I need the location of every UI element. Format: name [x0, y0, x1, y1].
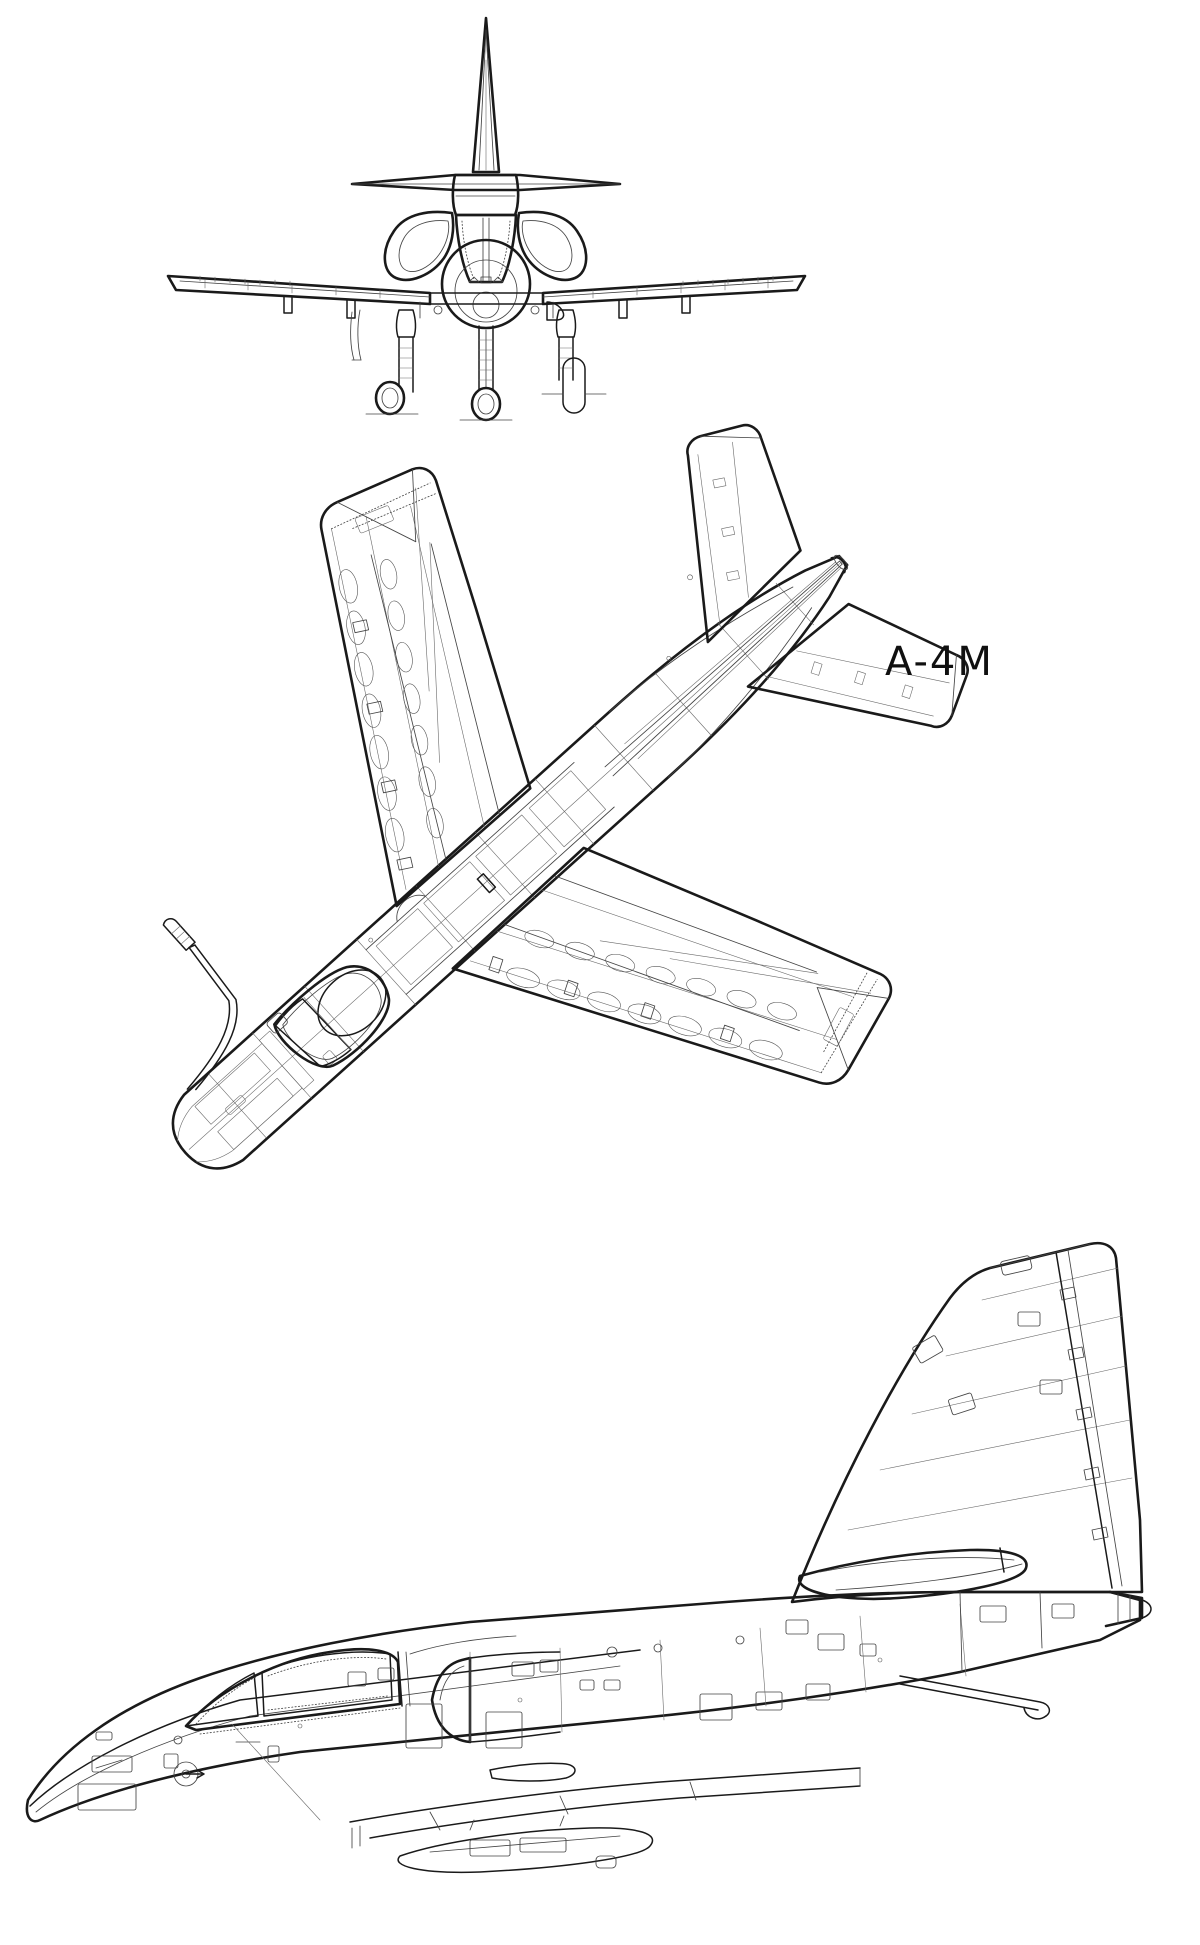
- side-centreline-store: [397, 1815, 654, 1874]
- front-vertical-stabilizer: [471, 16, 501, 174]
- side-aft-details: [959, 1591, 1075, 1673]
- plan-probe-tip: [162, 917, 196, 952]
- plan-dorsal-spine: [365, 761, 615, 995]
- side-ventral-details: [351, 1762, 617, 1869]
- side-vertical-fin: [790, 1241, 1144, 1604]
- plan-exhaust-nozzle: [830, 554, 849, 574]
- front-wings: [166, 274, 807, 306]
- plan-view: [162, 423, 969, 1170]
- front-canopy: [454, 213, 518, 284]
- plan-fuselage: [171, 554, 849, 1170]
- side-view: [25, 1241, 1152, 1874]
- side-exhaust-nozzle: [1104, 1590, 1152, 1628]
- front-view: [166, 16, 807, 422]
- side-arrestor-hook: [899, 1675, 1051, 1720]
- plan-wing-starboard: [451, 846, 893, 1085]
- model-designation-label: A-4M: [885, 639, 994, 685]
- front-lower-fairing: [546, 301, 565, 321]
- side-reference-marks: [297, 1657, 883, 1729]
- front-engine-intakes: [383, 210, 588, 282]
- side-nose-panels: [77, 1723, 321, 1821]
- plan-wing-port: [319, 466, 532, 908]
- plan-cockpit-canopy: [266, 965, 391, 1069]
- plan-horizontal-stabilizer: [686, 423, 969, 729]
- front-nose-landing-gear: [459, 325, 513, 422]
- front-main-landing-gear-left: [350, 309, 419, 416]
- plan-nose-panels: [177, 1030, 338, 1163]
- side-wing-root: [349, 1767, 861, 1839]
- front-store-silhouette: [541, 357, 607, 414]
- plan-refuelling-probe: [162, 917, 238, 1091]
- plan-vertical-fin: [604, 560, 843, 777]
- front-fuselage-nose: [440, 238, 532, 330]
- side-cockpit-canopy: [184, 1635, 517, 1735]
- side-horizontal-stabilizer: [797, 1547, 1028, 1601]
- plan-reference-marks: [368, 574, 693, 943]
- side-fuselage-panels: [347, 1603, 967, 1749]
